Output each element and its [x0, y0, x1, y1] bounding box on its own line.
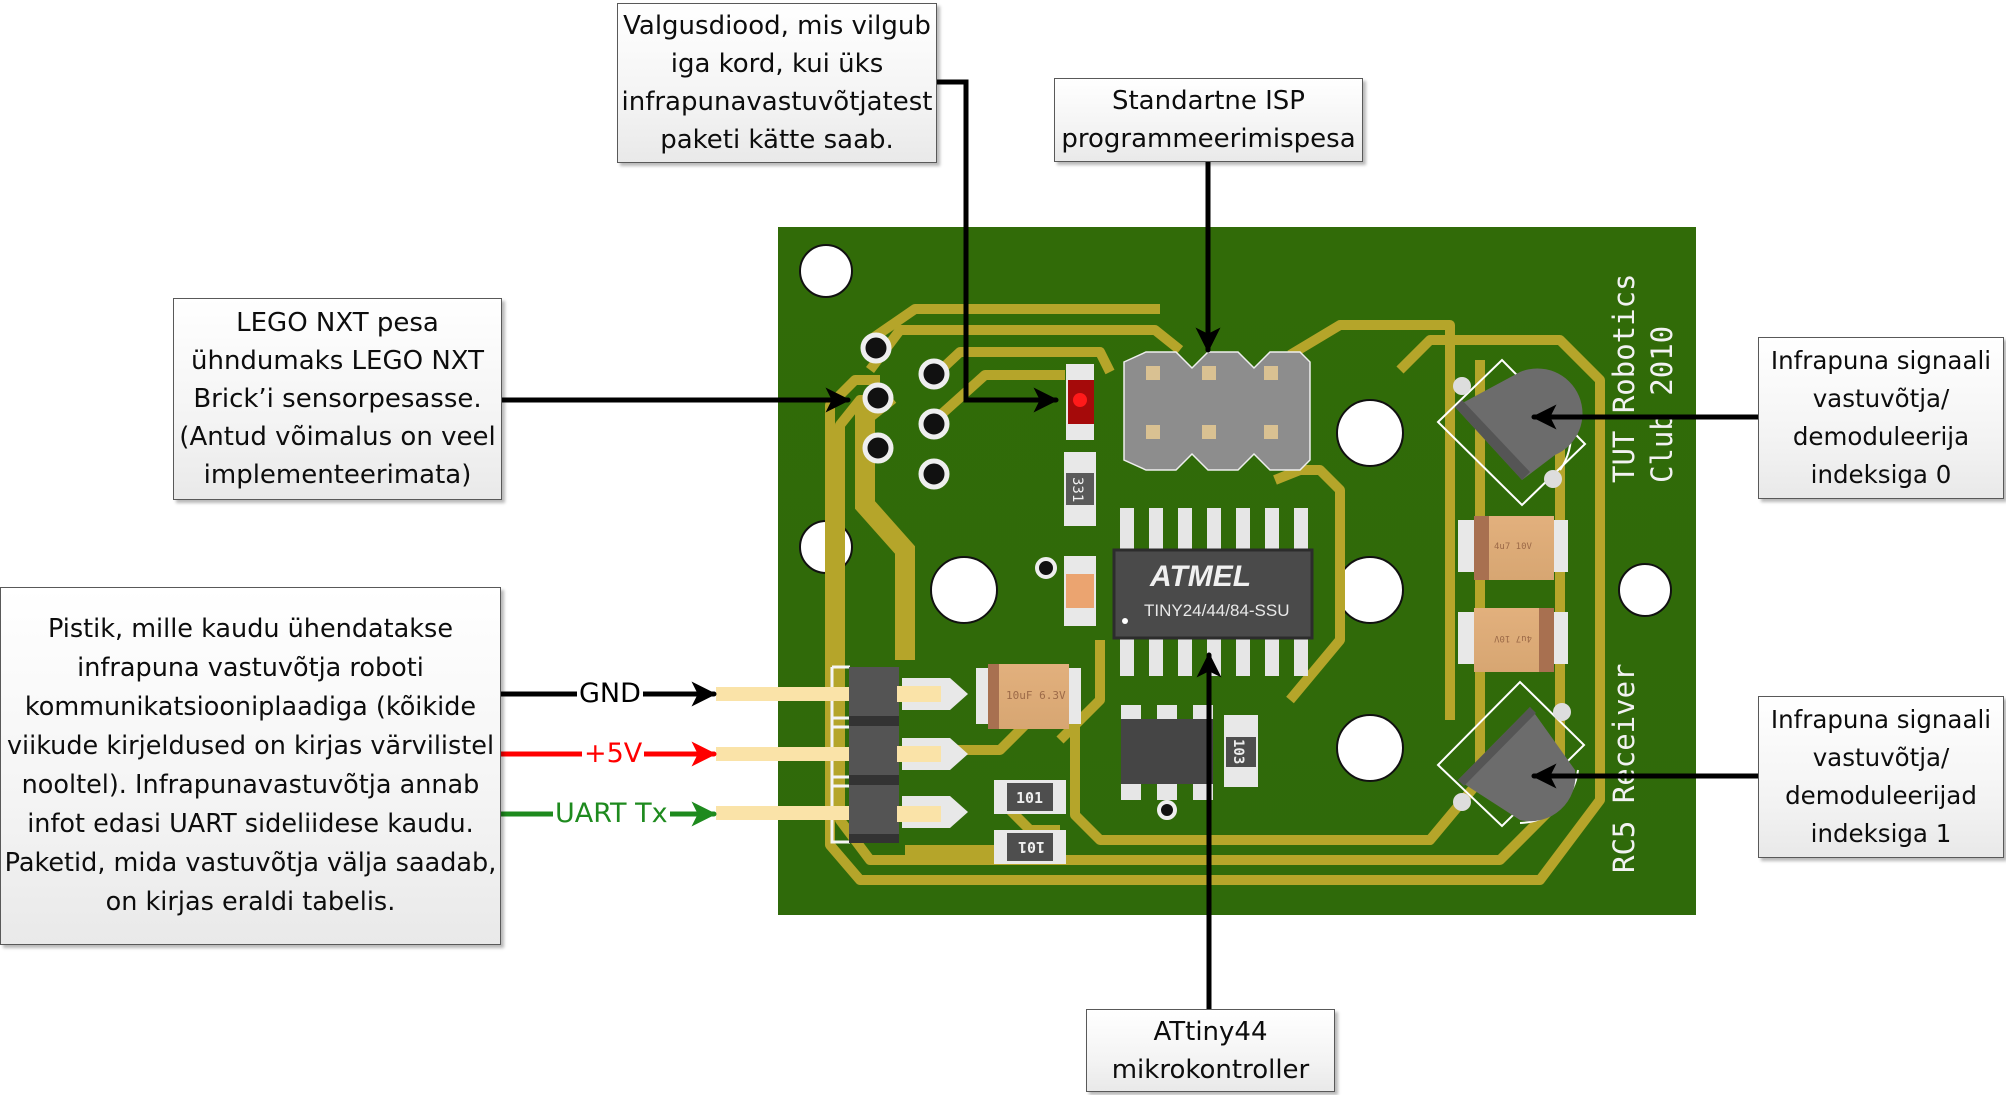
- mounting-hole: [1336, 399, 1404, 467]
- nxt-pad: [918, 458, 950, 490]
- ir-receiver-0: [1436, 358, 1587, 507]
- mcu-part-label: TINY24/44/84-SSU: [1144, 601, 1290, 620]
- isp-header: [1123, 351, 1311, 471]
- callout-mcu-text: ATtiny44 mikrokontroller: [1111, 1016, 1310, 1085]
- nxt-pad: [862, 382, 894, 414]
- capacitor-4u7-b-label: 4u7 10V: [1493, 633, 1532, 643]
- mounting-hole: [1336, 714, 1404, 782]
- silkscreen-club: Club 2010: [1645, 326, 1679, 483]
- resistor-103: 103: [1224, 715, 1258, 787]
- callout-connector: Pistik, mille kaudu ühendatakse infrapun…: [0, 587, 501, 945]
- led-leader-arrow: [934, 79, 1059, 413]
- capacitor-4u7-b: 4u7 10V: [1458, 608, 1568, 672]
- nxt-pad: [862, 432, 894, 464]
- ir-receiver-1: [1436, 680, 1586, 828]
- callout-isp-text: Standartne ISP programmeerimispesa: [1061, 86, 1356, 154]
- leader-lines: [498, 79, 1761, 1012]
- capacitor-4u7-a: 4u7 10V: [1458, 516, 1568, 580]
- resistor-101b-label: 101: [1018, 838, 1045, 856]
- mounting-hole: [930, 556, 998, 624]
- nxt-connector: [860, 332, 950, 490]
- uart-pin-label: UART Tx: [553, 798, 670, 829]
- gnd-pin-label: GND: [577, 678, 643, 709]
- callout-nxt: LEGO NXT pesa ühndumaks LEGO NXT Brick’i…: [173, 298, 502, 500]
- callout-led-text: Valgusdiood, mis vilgub iga kord, kui ük…: [621, 11, 933, 155]
- callout-ir1-text: Infrapuna signaali vastuvõtja/ demodulee…: [1770, 705, 1992, 848]
- callout-ir0-text: Infrapuna signaali vastuvõtja/ demodulee…: [1770, 346, 1992, 489]
- mcu-brand-label: ATMEL: [1149, 560, 1251, 593]
- callout-connector-text: Pistik, mille kaudu ühendatakse infrapun…: [4, 614, 497, 917]
- silkscreen-rc5: RC5 Receiver: [1607, 663, 1641, 873]
- resistor-led: 331: [1064, 452, 1096, 526]
- mounting-hole: [799, 244, 853, 298]
- small-capacitor: [1035, 556, 1096, 626]
- capacitor-4u7-a-label: 4u7 10V: [1494, 542, 1533, 552]
- vcc-pin-label: +5V: [582, 738, 645, 769]
- mcu-chip: ATMEL TINY24/44/84-SSU: [1112, 508, 1314, 676]
- resistor-101b: 101: [994, 830, 1066, 864]
- resistor-led-label: 331: [1069, 477, 1085, 502]
- resistor-101a: 101: [994, 780, 1066, 814]
- pcb-board: 331: [716, 227, 1696, 915]
- capacitor-10uf-label: 10uF 6.3V: [1006, 689, 1066, 702]
- callout-ir0: Infrapuna signaali vastuvõtja/ demodulee…: [1758, 337, 2004, 499]
- mounting-hole: [1618, 563, 1672, 617]
- callout-isp: Standartne ISP programmeerimispesa: [1054, 78, 1363, 162]
- nxt-pad: [860, 332, 892, 364]
- capacitor-10uf: 10uF 6.3V: [976, 664, 1081, 729]
- mounting-hole: [1336, 556, 1404, 624]
- resistor-101a-label: 101: [1016, 789, 1043, 807]
- nxt-pad: [918, 408, 950, 440]
- silkscreen-tut: TUT Robotics: [1607, 273, 1641, 483]
- uart-connector: [716, 665, 968, 844]
- callout-led: Valgusdiood, mis vilgub iga kord, kui ük…: [617, 3, 937, 163]
- resistor-103-label: 103: [1230, 739, 1246, 764]
- callout-nxt-text: LEGO NXT pesa ühndumaks LEGO NXT Brick’i…: [179, 308, 496, 490]
- status-led: [1066, 364, 1094, 440]
- nxt-pad: [918, 358, 950, 390]
- callout-mcu: ATtiny44 mikrokontroller: [1086, 1009, 1335, 1092]
- soic8-chip: [1121, 705, 1213, 820]
- callout-ir1: Infrapuna signaali vastuvõtja/ demodulee…: [1758, 696, 2004, 858]
